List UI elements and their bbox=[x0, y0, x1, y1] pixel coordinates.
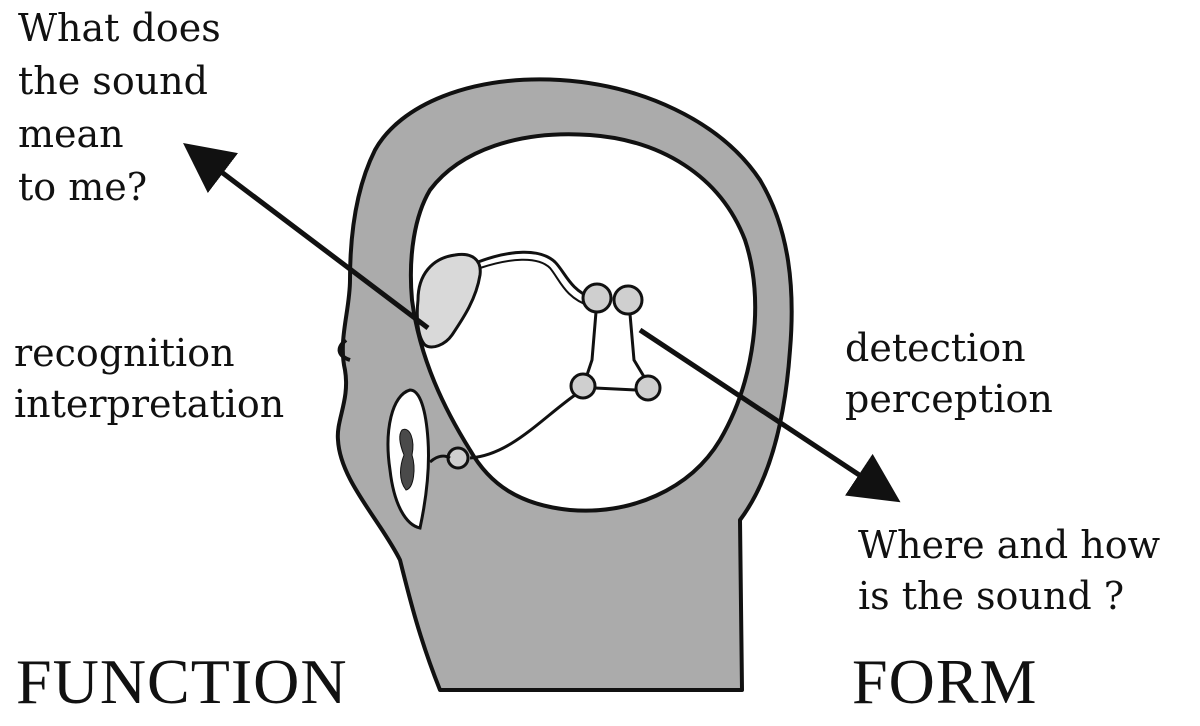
pathway-vertical-right bbox=[628, 313, 648, 381]
term-detection: detection bbox=[845, 326, 1026, 370]
location-question: Where and how is the sound ? bbox=[858, 520, 1160, 622]
meaning-question-line4: to me? bbox=[18, 165, 148, 209]
arrow-to-function bbox=[183, 142, 430, 330]
location-question-line2: is the sound ? bbox=[858, 574, 1125, 618]
term-perception: perception bbox=[845, 377, 1053, 421]
location-question-line1: Where and how bbox=[858, 523, 1161, 567]
brain-area bbox=[408, 132, 758, 513]
nose-contour bbox=[337, 338, 351, 362]
meaning-question: What does the sound mean to me? bbox=[18, 2, 221, 214]
arrow-to-form bbox=[638, 327, 901, 503]
term-interpretation: interpretation bbox=[14, 382, 285, 426]
cochlea bbox=[446, 446, 470, 470]
form-label: FORM bbox=[852, 646, 1038, 717]
ear-canal-link bbox=[429, 454, 451, 464]
meaning-question-line2: the sound bbox=[18, 59, 208, 103]
nucleus-left-upper bbox=[581, 282, 613, 314]
meaning-question-line1: What does bbox=[18, 6, 221, 50]
function-terms: recognition interpretation bbox=[14, 328, 284, 430]
nucleus-left-lower bbox=[569, 372, 597, 400]
pathway-horizontal bbox=[594, 386, 637, 392]
nucleus-right-lower bbox=[634, 374, 662, 402]
function-label: FUNCTION bbox=[16, 646, 348, 717]
auditory-nerve bbox=[469, 393, 576, 460]
nucleus-right-upper bbox=[612, 284, 644, 316]
ear-canal-dark bbox=[399, 428, 415, 491]
term-recognition: recognition bbox=[14, 331, 235, 375]
pathway-vertical-left bbox=[584, 311, 598, 379]
pathway-cortex-to-nucleus bbox=[477, 250, 593, 300]
form-terms: detection perception bbox=[845, 323, 1053, 425]
meaning-question-line3: mean bbox=[18, 112, 124, 156]
auditory-cortex bbox=[415, 252, 482, 349]
pathway-cortex-to-nucleus-inner bbox=[479, 258, 591, 307]
